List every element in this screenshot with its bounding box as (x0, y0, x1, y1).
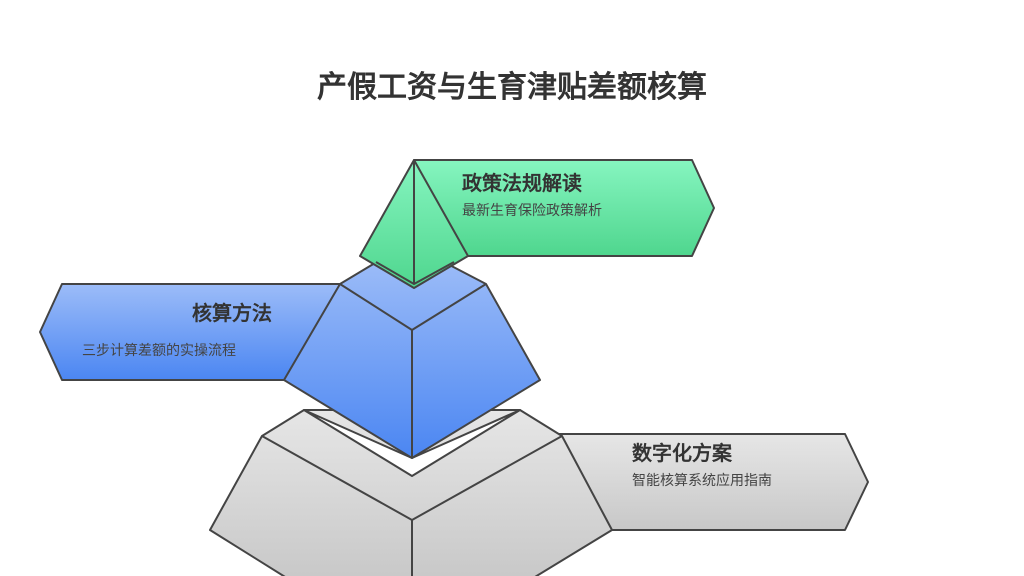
level-2-label-banner (39, 283, 341, 381)
level-3-pyramid-face (209, 409, 613, 576)
level-2-description: 三步计算差额的实操流程 (82, 343, 236, 359)
level-1-heading: 政策法规解读 (462, 171, 582, 195)
level-3-description: 智能核算系统应用指南 (632, 473, 772, 489)
diagram-title: 产假工资与生育津贴差额核算 (317, 70, 707, 105)
level-1-description: 最新生育保险政策解析 (462, 203, 602, 219)
level-3-heading: 数字化方案 (632, 441, 732, 465)
level-3-notch (303, 409, 521, 477)
level-2-heading: 核算方法 (192, 301, 272, 325)
